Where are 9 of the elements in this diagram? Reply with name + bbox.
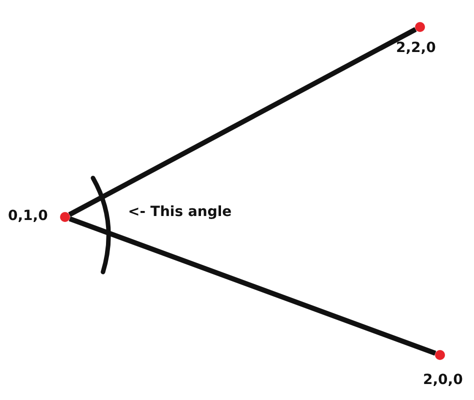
angle-note: <- This angle <box>128 204 232 220</box>
point-dot <box>415 22 425 32</box>
line <box>68 216 436 356</box>
point-dot <box>435 350 445 360</box>
line <box>68 27 417 217</box>
coordinate-label: 2,2,0 <box>396 40 436 56</box>
point-dot <box>60 212 70 222</box>
coordinate-label: 0,1,0 <box>8 208 48 224</box>
coordinate-label: 2,0,0 <box>423 372 463 388</box>
